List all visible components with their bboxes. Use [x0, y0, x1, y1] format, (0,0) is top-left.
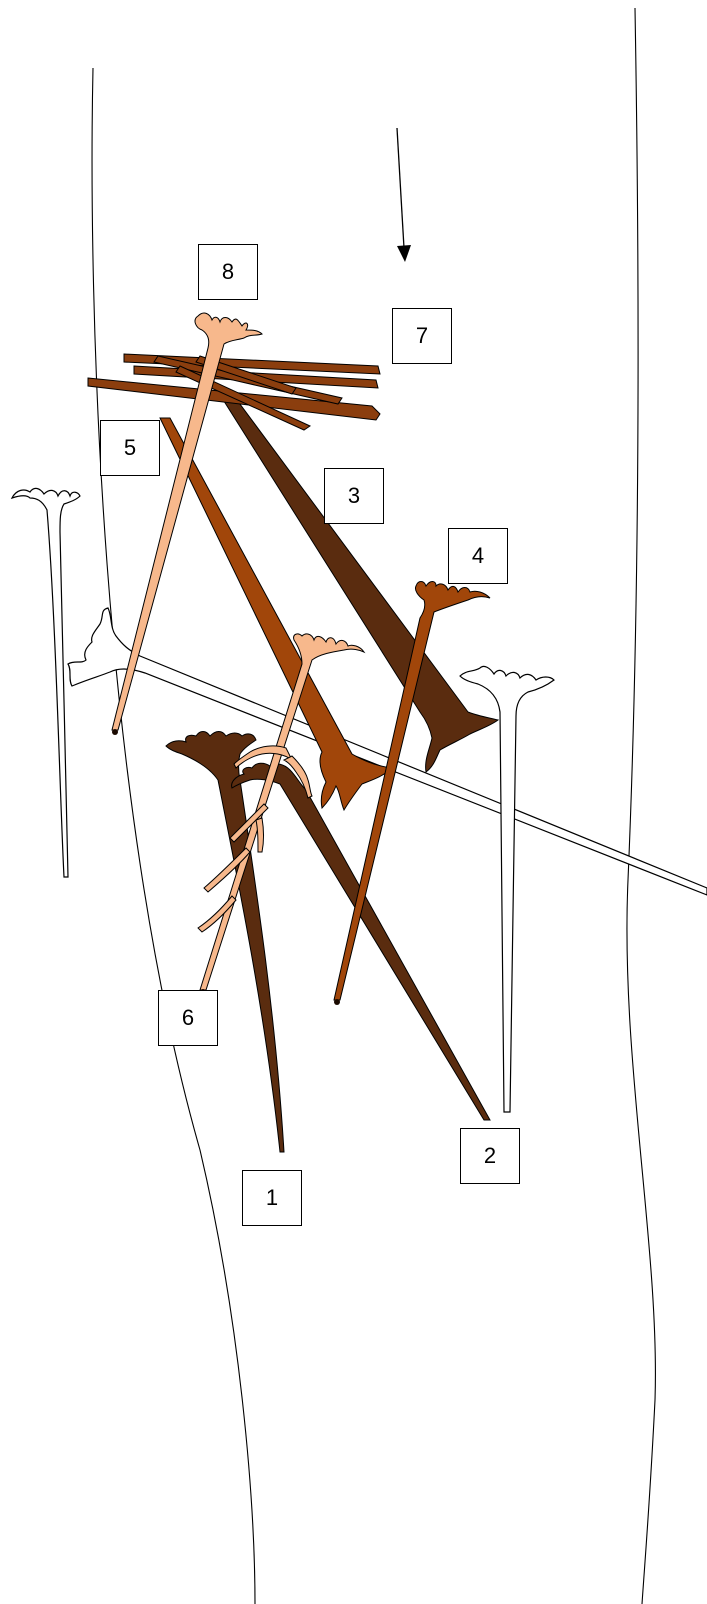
direction-arrow [396, 127, 411, 262]
right-guide-line [626, 7, 656, 1604]
white-stem-diagonal [67, 607, 707, 896]
stem-3 [221, 395, 500, 773]
label-box-6: 6 [158, 990, 218, 1046]
white-stem-left [10, 487, 81, 878]
stem-6 [197, 633, 366, 991]
left-guide-line [91, 67, 256, 1604]
stem-7 [87, 353, 381, 431]
label-box-4: 4 [448, 528, 508, 584]
stem-2 [231, 762, 491, 1121]
stem-8 [111, 312, 263, 731]
label-box-8: 8 [198, 244, 258, 300]
label-box-5: 5 [100, 420, 160, 476]
label-box-1: 1 [242, 1170, 302, 1226]
stem-4 [333, 581, 491, 1001]
label-box-3: 3 [324, 468, 384, 524]
white-stem-right [459, 665, 555, 1113]
label-box-2: 2 [460, 1128, 520, 1184]
label-box-7: 7 [392, 308, 452, 364]
